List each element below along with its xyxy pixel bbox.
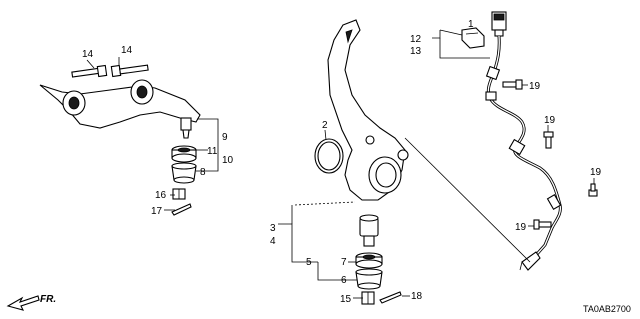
callout-18: 18 [411,291,423,302]
callout-12: 12 [410,34,422,45]
callout-19-c: 19 [590,167,602,178]
callout-15: 15 [340,294,352,305]
fr-label: FR. [40,294,56,305]
callout-16: 16 [155,190,167,201]
bolt-19-a [502,79,523,90]
lower-ball-joint [359,214,379,247]
callout-1: 1 [468,19,474,30]
callout-13: 13 [410,46,422,57]
knuckle-group [278,19,410,305]
diagram-code: TA0AB2700 [583,304,631,314]
callout-10: 10 [222,155,234,166]
callout-2: 2 [322,120,328,131]
callout-9: 9 [222,132,228,143]
front-direction-arrow: FR. [6,294,56,311]
dust-boot-11 [171,145,197,163]
bolt-14-left [71,64,108,78]
boot-6 [355,268,383,290]
boot-8 [171,162,197,184]
upper-arm-group [39,57,219,216]
cotter-pin-17 [171,203,192,216]
callout-3: 3 [270,223,276,234]
callout-19-a: 19 [529,81,541,92]
callout-19-b: 19 [544,115,556,126]
dust-shield-2 [314,138,344,174]
callout-19-d: 19 [515,222,527,233]
cotter-pin-18 [379,291,402,304]
callout-11: 11 [207,146,218,157]
callout-4: 4 [270,236,276,247]
callout-6: 6 [341,275,347,286]
upper-ball-joint [180,117,192,131]
dust-boot-7 [355,252,383,269]
bolt-19-c [588,183,598,197]
wheel-speed-sensor [521,251,541,271]
bolt-19-b [543,131,554,149]
callout-14-left: 14 [82,49,94,60]
callout-5: 5 [306,257,312,268]
bolt-14-right [110,64,149,78]
sensor-group [404,11,598,271]
sensor-connector [491,11,507,37]
nut-15 [361,291,375,305]
callout-14-right: 14 [121,45,133,56]
callout-8: 8 [200,167,206,178]
callout-7: 7 [341,257,347,268]
sensor-connector-1 [461,27,485,49]
bolt-19-d [533,219,552,230]
callout-17: 17 [151,206,163,217]
nut-16 [172,188,186,200]
